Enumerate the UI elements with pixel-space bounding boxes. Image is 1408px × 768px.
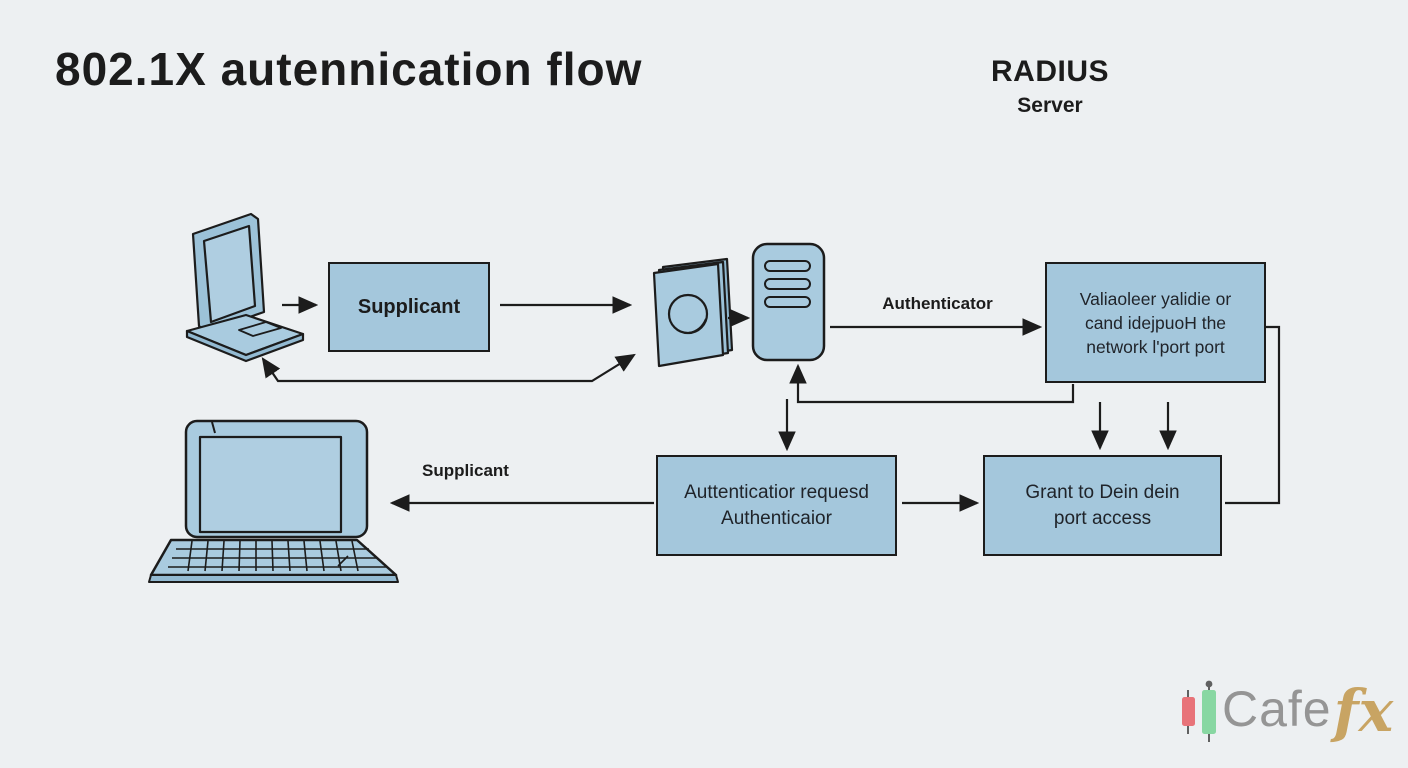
page-title: 802.1X autennication flow — [55, 43, 643, 95]
auth-request-box-line: Auttenticatior requesd — [684, 481, 869, 503]
server-icon — [751, 242, 826, 362]
candlestick-chart-icon — [1182, 680, 1216, 742]
line-validate-to-server — [789, 363, 1075, 404]
supplicant-box: Supplicant — [328, 262, 490, 352]
radius-server-label: RADIUS Server — [955, 55, 1145, 118]
supplicant-box-label: Supplicant — [357, 295, 461, 318]
watermark-logo: Cafe fx — [1176, 672, 1401, 762]
grant-box-line: Grant to Dein dein — [1025, 481, 1180, 503]
validate-box: Valiaoleer yalidie or cand idejpuoH the … — [1045, 262, 1266, 383]
watermark-fx-text: fx — [1333, 677, 1394, 745]
validate-box-line: Valiaoleer yalidie or — [1079, 288, 1232, 309]
grant-box-line: port access — [1053, 507, 1152, 529]
radius-label-line: RADIUS — [990, 55, 1109, 88]
grant-box: Grant to Dein dein port access — [983, 455, 1222, 556]
line-grant-to-validate — [1225, 325, 1281, 505]
laptop-icon — [185, 212, 305, 363]
validate-box-line: cand idejpuoH the — [1084, 312, 1227, 333]
certificate-book-icon — [652, 257, 734, 368]
arrow-laptop-book-bidirectional — [261, 353, 636, 383]
laptop-icon — [148, 419, 399, 583]
auth-request-box-line: Authenticaior — [721, 507, 832, 529]
supplicant-bottom-label: Supplicant — [422, 461, 509, 480]
server-label-line: Server — [1017, 94, 1083, 117]
auth-request-box: Auttenticatior requesd Authenticaior — [656, 455, 897, 556]
authenticator-label: Authenticator — [882, 294, 993, 313]
validate-box-line: network l'port port — [1086, 336, 1225, 357]
watermark-cafe-text: Cafe — [1222, 681, 1332, 737]
